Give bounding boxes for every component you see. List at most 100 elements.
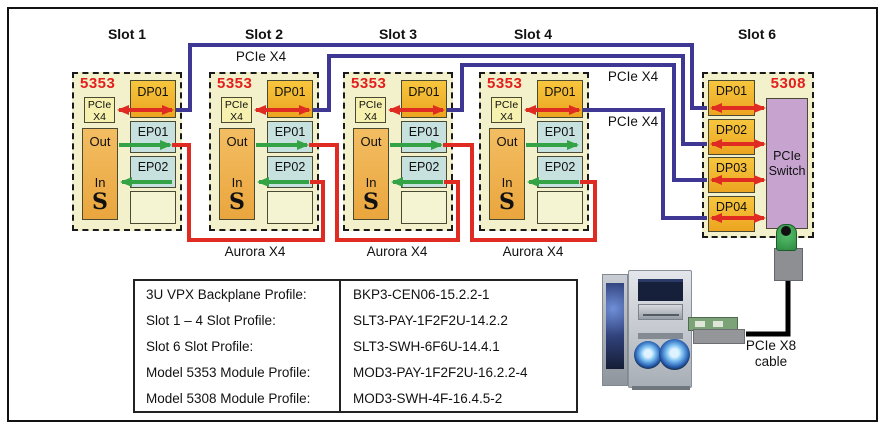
- table-row: Slot 1 – 4 Slot Profile: SLT3-PAY-1F2F2U…: [135, 307, 576, 333]
- unused-port: [267, 191, 313, 224]
- pcie-port-label-2: X4: [364, 111, 377, 123]
- dp01-port: DP01: [267, 80, 313, 118]
- ep02-port: EP02: [267, 156, 313, 188]
- io-block: Out In S: [353, 128, 389, 220]
- out-label: Out: [360, 134, 382, 149]
- adapter-chip: [713, 321, 723, 327]
- dp02-port: DP02: [708, 119, 755, 155]
- computer-side-panel: [602, 274, 628, 386]
- profile-value: BKP3-CEN06-15.2.2-1: [339, 281, 576, 307]
- connector-latch: [781, 226, 791, 236]
- model-number: 5353: [351, 75, 387, 92]
- cable-connector-housing: [774, 248, 803, 281]
- profile-value: SLT3-SWH-6F6U-14.4.1: [339, 333, 576, 359]
- unused-port: [537, 191, 583, 224]
- pcie-port-label-2: X4: [93, 111, 106, 123]
- in-label: In: [365, 175, 377, 190]
- host-computer-photo: [602, 270, 694, 390]
- unused-port: [401, 191, 447, 224]
- pcie-x4-label-top: PCIe X4: [235, 49, 287, 64]
- profile-value: MOD3-PAY-1F2F2U-16.2.2-4: [339, 359, 576, 385]
- cable-label-line1: PCIe X8: [745, 338, 797, 353]
- slot-1-title: Slot 1: [107, 26, 147, 42]
- pcie-x8-cable-label: PCIe X8 cable: [733, 338, 809, 370]
- ep02-port: EP02: [130, 156, 176, 188]
- out-label: Out: [226, 134, 248, 149]
- io-block: Out In S: [219, 128, 255, 220]
- in-label: In: [501, 175, 513, 190]
- computer-front-panel: [628, 270, 692, 388]
- aurora-x4-label-1: Aurora X4: [224, 244, 286, 259]
- io-block: Out In S: [82, 128, 118, 220]
- slot-6-module-5308: 5308 DP01 DP02 DP03 DP04 PCIe Switch: [702, 72, 814, 238]
- profile-label: 3U VPX Backplane Profile:: [146, 286, 307, 302]
- slot-3-title: Slot 3: [378, 26, 418, 42]
- slot-6-title: Slot 6: [737, 26, 777, 42]
- computer-feet: [632, 386, 690, 390]
- pcie-port-label-1: PCIe: [224, 99, 249, 111]
- out-label: Out: [496, 134, 518, 149]
- ep01-port: EP01: [401, 121, 447, 153]
- model-number: 5353: [487, 75, 523, 92]
- profile-value: SLT3-PAY-1F2F2U-14.2.2: [339, 307, 576, 333]
- aurora-x4-label-3: Aurora X4: [502, 244, 564, 259]
- dp01-port: DP01: [130, 80, 176, 118]
- model-number: 5308: [770, 75, 806, 92]
- adapter-chip: [695, 321, 705, 327]
- pcie-port-label-1: PCIe: [494, 99, 519, 111]
- pcie-port-label-2: X4: [500, 111, 513, 123]
- s-label: S: [229, 189, 245, 215]
- unused-port: [130, 191, 176, 224]
- pcie-port-label-1: PCIe: [87, 99, 112, 111]
- computer-side-window: [606, 283, 624, 369]
- computer-drive-bay: [638, 279, 683, 301]
- out-label: Out: [89, 134, 111, 149]
- dp01-port: DP01: [401, 80, 447, 118]
- ep02-port: EP02: [537, 156, 583, 188]
- computer-fan-right: [659, 339, 690, 370]
- io-block: Out In S: [489, 128, 525, 220]
- model-number: 5353: [217, 75, 253, 92]
- dp01-port: DP01: [537, 80, 583, 118]
- in-label: In: [94, 175, 106, 190]
- aurora-x4-label-2: Aurora X4: [366, 244, 428, 259]
- table-row: 3U VPX Backplane Profile: BKP3-CEN06-15.…: [135, 281, 576, 307]
- slot-4-title: Slot 4: [513, 26, 553, 42]
- ep01-port: EP01: [537, 121, 583, 153]
- ep01-port: EP01: [267, 121, 313, 153]
- s-label: S: [92, 189, 108, 215]
- pcie-switch-label-2: Switch: [768, 163, 806, 178]
- profile-value: MOD3-SWH-4F-16.4.5-2: [339, 385, 576, 411]
- host-adapter-card: [688, 317, 738, 331]
- table-row: Slot 6 Slot Profile: SLT3-SWH-6F6U-14.4.…: [135, 333, 576, 359]
- table-row: Model 5308 Module Profile: MOD3-SWH-4F-1…: [135, 385, 576, 411]
- dp04-port: DP04: [708, 196, 755, 232]
- computer-port-strip: [638, 333, 683, 339]
- computer-fan-left: [634, 341, 662, 369]
- pcie-x4-label-right2: PCIe X4: [607, 114, 659, 129]
- profile-table: 3U VPX Backplane Profile: BKP3-CEN06-15.…: [133, 279, 578, 413]
- dp01-port: DP01: [708, 80, 755, 116]
- dp03-port: DP03: [708, 157, 755, 193]
- pcie-port-label-2: X4: [230, 111, 243, 123]
- ep02-port: EP02: [401, 156, 447, 188]
- profile-label: Slot 1 – 4 Slot Profile:: [146, 312, 276, 328]
- model-number: 5353: [80, 75, 116, 92]
- pcie-port-label-1: PCIe: [358, 99, 383, 111]
- cable-label-line2: cable: [754, 354, 788, 369]
- pcie-switch: PCIe Switch: [766, 98, 808, 229]
- table-row: Model 5353 Module Profile: MOD3-PAY-1F2F…: [135, 359, 576, 385]
- ep01-port: EP01: [130, 121, 176, 153]
- in-label: In: [231, 175, 243, 190]
- profile-label: Slot 6 Slot Profile:: [146, 338, 254, 354]
- s-label: S: [499, 189, 515, 215]
